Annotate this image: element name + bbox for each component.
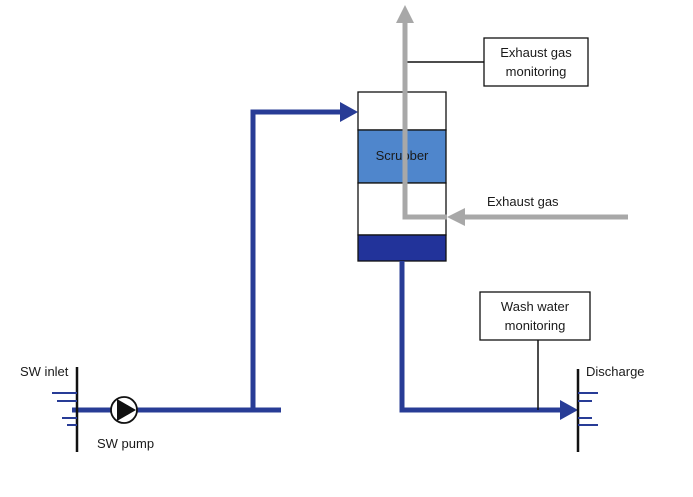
sea-inlet-icon (52, 367, 79, 452)
exhaust-in-arrowhead (447, 208, 465, 226)
scrubber-section (357, 129, 447, 184)
discharge-line (399, 261, 578, 420)
wash-monitoring-label-line1: Wash water (501, 299, 570, 314)
exhaust-up-line (402, 22, 447, 220)
scrubber-tower: Scrubber (357, 91, 447, 262)
scrubber-label: Scrubber (376, 148, 429, 163)
sw-supply-line (72, 102, 358, 413)
exhaust-out-arrowhead (396, 5, 414, 23)
exhaust-monitoring-label-line2: monitoring (506, 64, 567, 79)
exhaust-gas-label: Exhaust gas (487, 194, 559, 209)
exhaust-gas-flow (396, 5, 628, 226)
exhaust-gas-monitoring-box: Exhaust gas monitoring (483, 37, 589, 87)
sea-outlet-icon (576, 369, 598, 452)
wash-water-monitoring-box: Wash water monitoring (479, 291, 591, 341)
pump-icon (110, 396, 138, 424)
scrubber-bottom-sump (357, 234, 447, 262)
discharge-label: Discharge (586, 364, 645, 379)
exhaust-monitoring-label-line1: Exhaust gas (500, 45, 572, 60)
sw-pump-label: SW pump (97, 436, 154, 451)
supply-arrowhead (340, 102, 358, 122)
wash-monitoring-label-line2: monitoring (505, 318, 566, 333)
sw-inlet-label: SW inlet (20, 364, 69, 379)
discharge-arrowhead (560, 400, 578, 420)
